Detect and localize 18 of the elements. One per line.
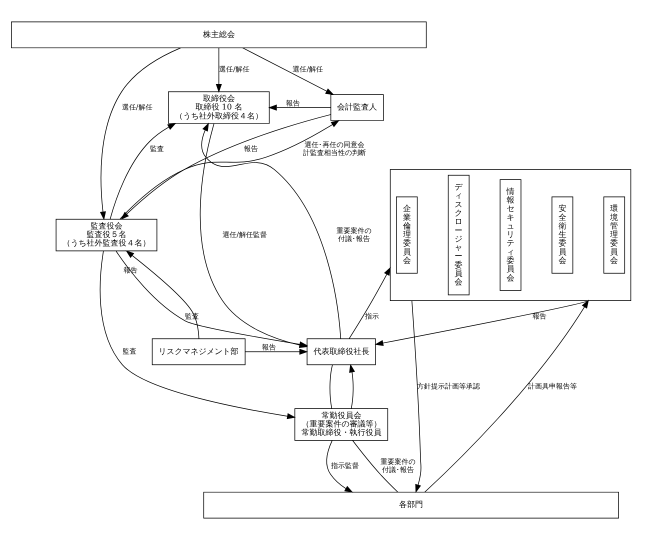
edge-label: 重要案件の付議･報告	[336, 225, 372, 242]
edge-label: 計画具申報告等	[528, 380, 578, 390]
edge-label: 選任/解任監督	[222, 229, 267, 238]
edge-label: 報告	[262, 342, 276, 352]
edge-label: 選任/解任	[219, 64, 250, 74]
edge-label: 方針提示計画等承認	[417, 380, 480, 390]
edge-label: 報告	[124, 264, 138, 274]
edge-label: 指示	[365, 311, 380, 320]
edge-label: 重要案件の付議･報告	[380, 456, 416, 474]
edge-label: 報告	[532, 311, 546, 320]
edge-label: 監査	[150, 144, 164, 153]
edge-label: 指示監督	[330, 460, 359, 470]
edge-label: 監査	[122, 346, 137, 356]
edge-label: 報告	[286, 98, 300, 107]
edge-label: 選任/解任	[292, 64, 324, 74]
edge-label: 報告	[244, 144, 258, 153]
edge-label: 選任/解任	[122, 102, 152, 111]
edge-label: 選任･再任の同意会計監査相当性の判断	[302, 140, 366, 157]
